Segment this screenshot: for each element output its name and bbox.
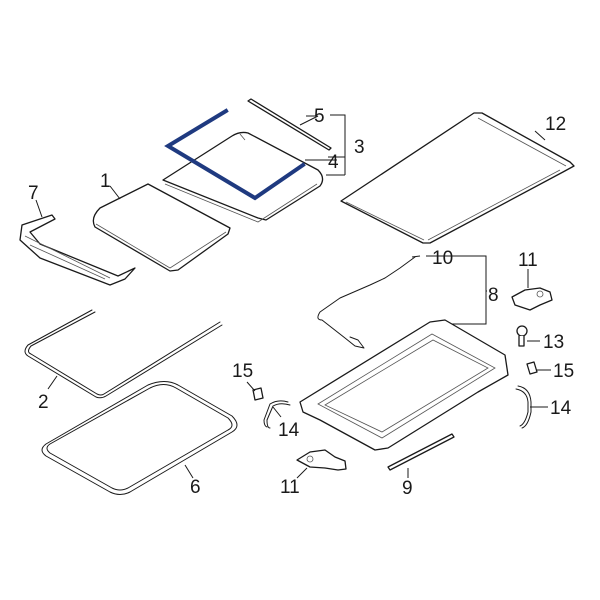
callout-2: 2	[38, 392, 49, 413]
rear-glass-part[interactable]	[162, 131, 324, 223]
rear-glass-trim-part[interactable]	[247, 98, 332, 151]
clip-left-part[interactable]	[252, 387, 264, 401]
drain-strip-part[interactable]	[387, 433, 455, 471]
callout-15-right: 15	[553, 361, 574, 382]
callout-12: 12	[545, 114, 566, 135]
drain-hose-left-part[interactable]	[263, 400, 291, 429]
rear-glass-seal-part[interactable]	[164, 108, 306, 201]
callout-4: 4	[328, 152, 339, 173]
callout-3: 3	[354, 137, 365, 158]
motor-left-part[interactable]	[296, 449, 347, 471]
callout-11-right: 11	[518, 250, 538, 271]
callout-11-left: 11	[280, 477, 300, 498]
callout-15-left: 15	[232, 361, 253, 382]
callout-8: 8	[488, 285, 499, 306]
drain-hose-right-part[interactable]	[515, 385, 532, 429]
sunshade-part[interactable]	[340, 112, 575, 244]
bolt-part[interactable]	[516, 325, 528, 347]
callout-10: 10	[432, 248, 453, 269]
wind-deflector-part[interactable]	[19, 214, 136, 286]
callout-14-left: 14	[278, 420, 300, 441]
glass-panel-part[interactable]	[92, 183, 231, 272]
callout-13: 13	[543, 332, 564, 353]
callout-7: 7	[28, 183, 39, 204]
drive-cable-part[interactable]	[317, 256, 416, 349]
outer-seal-part[interactable]	[24, 309, 223, 399]
sunroof-frame-part[interactable]	[299, 319, 509, 451]
callout-6: 6	[190, 477, 201, 498]
callout-1: 1	[100, 171, 111, 192]
callout-14-right: 14	[550, 398, 572, 419]
callout-9: 9	[402, 478, 413, 499]
glass-panel-seal-part[interactable]	[41, 381, 238, 495]
motor-right-part[interactable]	[511, 287, 553, 311]
leader-lines	[35, 114, 551, 479]
clip-right-part[interactable]	[526, 361, 538, 375]
callout-5: 5	[314, 106, 325, 127]
